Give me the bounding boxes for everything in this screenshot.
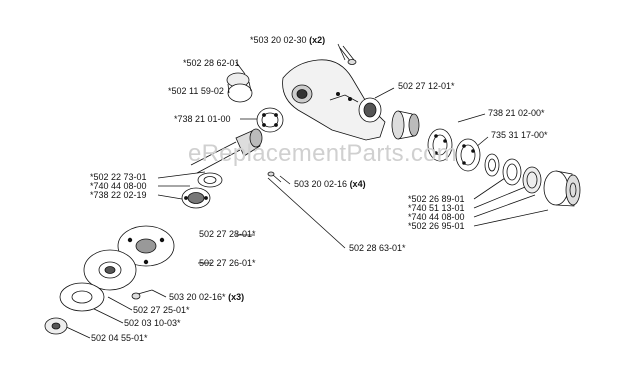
label-738-21-02-00: 738 21 02-00*: [488, 108, 545, 118]
label-502-27-12-01: 502 27 12-01*: [398, 81, 455, 91]
label-502-26-89-01: *502 26 89-01: [408, 194, 465, 204]
label-735-31-17-00: 735 31 17-00*: [491, 130, 548, 140]
screw-top: [339, 45, 357, 65]
label-738-22-02-19: *738 22 02-19: [90, 190, 147, 200]
support-cup: [59, 282, 105, 312]
watermark: eReplacementParts.com: [188, 140, 458, 167]
bearing-small: [256, 107, 284, 133]
label-502-04-55-01: 502 04 55-01*: [91, 333, 148, 343]
leader-502-26-89-01: [473, 177, 506, 200]
leader-503-20-02-30: [337, 43, 346, 61]
cap-right: [543, 170, 581, 207]
label-502-27-26-01: 502 27 26-01*: [199, 258, 256, 268]
label-740-44-08-00-b: *740 44 08-00: [408, 212, 465, 222]
label-738-21-01-00: *738 21 01-00: [174, 114, 231, 124]
nut-bottom: [44, 317, 68, 335]
washer-right: [484, 153, 500, 177]
bearing-right-2: [455, 138, 481, 172]
gear-housing: [282, 59, 386, 141]
label-503-20-02-16-b: 503 20 02-16* (x3): [169, 292, 245, 302]
leader-503-20-02-16-b: [151, 289, 167, 298]
label-503-20-02-30: *503 20 02-30 (x2): [250, 35, 326, 45]
label-502-11-59-02: *502 11 59-02: [168, 86, 224, 96]
leader-738-22-02-19: [157, 194, 183, 200]
leader-502-27-12-01: [374, 87, 395, 99]
drive-disc: [83, 249, 137, 291]
seal-right: [522, 166, 542, 194]
label-503-20-02-16-a: 503 20 02-16 (x4): [294, 179, 366, 189]
bearing-left: [181, 187, 211, 209]
label-502-26-95-01: *502 26 95-01: [408, 221, 465, 231]
plug-part: [226, 72, 253, 103]
leader-738-21-02-00: [457, 113, 486, 123]
label-740-44-08-00-a: *740 44 08-00: [90, 181, 147, 191]
bolt-lower: [131, 289, 153, 300]
leader-740-44-08-00-b: [473, 194, 536, 218]
bearing-right-1: [427, 128, 453, 162]
label-502-03-10-03: 502 03 10-03*: [124, 318, 181, 328]
label-502-27-28-01: 502 27 28-01*: [199, 229, 256, 239]
label-740-51-13-01: *740 51 13-01: [408, 203, 465, 213]
label-502-28-62-01: *502 28 62-01: [183, 58, 240, 68]
washer-left: [197, 172, 223, 188]
leader-740-51-13-01: [473, 184, 531, 209]
leader-502-28-62-01: [235, 61, 246, 75]
label-502-22-73-01: *502 22 73-01: [90, 172, 147, 182]
flange-upper: [117, 225, 175, 267]
screw-middle: [267, 171, 282, 183]
spacer-right: [502, 158, 522, 186]
leader-502-27-25-01: [107, 296, 133, 311]
label-502-27-25-01: 502 27 25-01*: [133, 305, 190, 315]
pinion-shaft: [190, 128, 263, 174]
label-502-28-63-01: 502 28 63-01*: [349, 243, 406, 253]
leader-502-28-63-01: [267, 177, 346, 249]
leader-502-26-95-01: [473, 209, 549, 227]
leader-503-20-02-16-a: [279, 175, 291, 185]
drive-gear-right: [391, 110, 420, 140]
